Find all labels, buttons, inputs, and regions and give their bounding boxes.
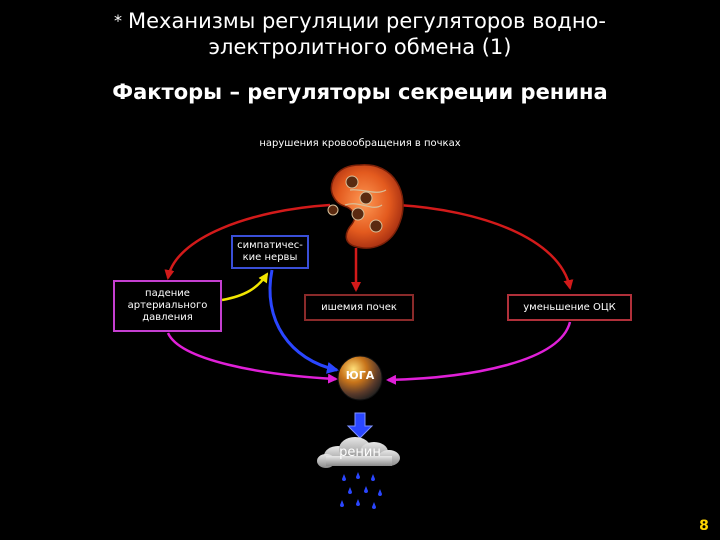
- ocz-label: уменьшение ОЦК: [523, 301, 616, 313]
- arc-kidney-to-left: [164, 203, 331, 280]
- arrow-pressure-to-symp: [221, 272, 269, 302]
- page-number: 8: [699, 518, 709, 534]
- cloud-icon: [317, 437, 400, 468]
- pressure-line-3: давления: [142, 312, 193, 323]
- box-kidney-ischemia: ишемия почек: [304, 294, 414, 321]
- arc-kidney-to-right: [397, 203, 574, 290]
- arc-ocz-to-yuga: [386, 321, 572, 385]
- pressure-line-2: артериального: [127, 300, 208, 311]
- title-line-1: Механизмы регуляции регуляторов водно-: [128, 9, 606, 33]
- ischemia-label: ишемия почек: [321, 301, 397, 313]
- slide-title: *Механизмы регуляции регуляторов водно- …: [0, 8, 720, 60]
- slide-subtitle: Факторы – регуляторы секреции ренина: [112, 80, 608, 104]
- arrow-symp-to-yuga: [268, 269, 339, 374]
- title-line-2: электролитного обмена (1): [208, 35, 512, 59]
- bullet-star: *: [114, 11, 122, 30]
- box-ocz-decrease: уменьшение ОЦК: [507, 294, 632, 321]
- renin-label: ренин: [339, 445, 381, 460]
- down-arrow-icon: [346, 412, 374, 439]
- yuga-label: ЮГА: [345, 369, 375, 382]
- yuga-sphere-icon: [337, 355, 383, 401]
- symp-line-2: кие нервы: [242, 252, 298, 263]
- symp-line-1: симпатичес-: [237, 240, 303, 251]
- label-circulation-disorder: нарушения кровообращения в почках: [259, 138, 461, 149]
- kidney-icon: [327, 164, 404, 249]
- box-sympathetic-nerves: симпатичес-кие нервы: [231, 235, 309, 269]
- arc-pressure-to-yuga: [166, 332, 338, 384]
- pressure-line-1: падение: [145, 288, 190, 299]
- droplet-icon: [340, 472, 382, 509]
